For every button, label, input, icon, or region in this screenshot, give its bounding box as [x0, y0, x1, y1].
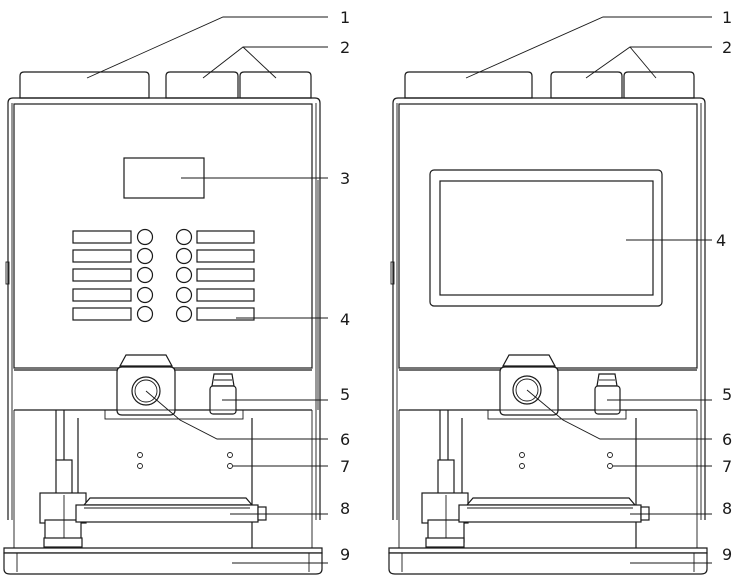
- drip-tray: [75, 497, 267, 523]
- callout-1: 1: [722, 8, 732, 27]
- callout-8: 8: [722, 499, 732, 518]
- machine-body: [5, 97, 321, 520]
- callout-8: 8: [340, 499, 350, 518]
- button-row: [72, 266, 255, 284]
- button-row: [72, 286, 255, 304]
- touchscreen: [429, 169, 663, 307]
- drain-rod: [39, 410, 87, 548]
- powder-canisters: [550, 71, 695, 99]
- callout-leaders-right: [465, 16, 712, 564]
- drain-rod: [421, 410, 469, 548]
- callout-3: 3: [340, 169, 350, 188]
- coffee-outlet: [116, 354, 176, 416]
- button-row: [72, 247, 255, 265]
- callout-9: 9: [340, 545, 350, 564]
- button-row: [72, 305, 255, 323]
- callout-leaders-left: [86, 16, 328, 564]
- callout-labels-right: 1 2 4 5 6 7 8 9: [716, 8, 732, 564]
- callout-2: 2: [340, 38, 350, 57]
- callout-7: 7: [340, 457, 350, 476]
- callout-6: 6: [722, 430, 732, 449]
- machine-button-panel: [3, 71, 323, 575]
- drip-tray: [458, 497, 650, 523]
- base: [3, 547, 323, 575]
- cup-compartment: [398, 410, 698, 548]
- bean-hopper: [19, 71, 150, 99]
- callout-5: 5: [722, 385, 732, 404]
- base: [388, 547, 708, 575]
- callout-9: 9: [722, 545, 732, 564]
- callout-7: 7: [722, 457, 732, 476]
- bean-hopper: [404, 71, 533, 99]
- drip-holes: [137, 452, 233, 469]
- drink-selection-buttons: [72, 228, 255, 323]
- callout-5: 5: [340, 385, 350, 404]
- callout-4: 4: [716, 231, 726, 250]
- powder-canisters: [165, 71, 312, 99]
- machine-touchscreen: [388, 71, 708, 575]
- callout-4: 4: [340, 310, 350, 329]
- callout-1: 1: [340, 8, 350, 27]
- machine-body: [390, 97, 706, 520]
- drip-holes: [519, 452, 613, 469]
- button-row: [72, 228, 255, 246]
- callout-6: 6: [340, 430, 350, 449]
- callout-labels-left: 1 2 3 4 5 6 7 8 9: [340, 8, 350, 564]
- coffee-outlet: [499, 354, 559, 416]
- callout-2: 2: [722, 38, 732, 57]
